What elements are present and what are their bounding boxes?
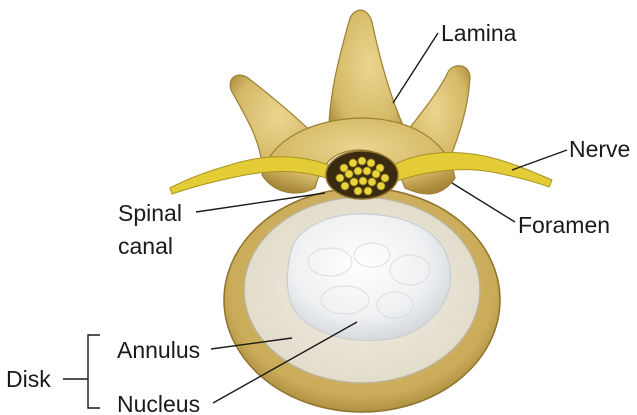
label-spinal-canal-line2: canal: [118, 233, 173, 259]
label-spinal-canal-line1: Spinal: [118, 200, 182, 226]
label-lamina: Lamina: [441, 20, 517, 46]
lamina-leader: [393, 33, 438, 103]
foramen-leader: [452, 183, 515, 222]
label-annulus: Annulus: [117, 337, 200, 363]
nucleus: [287, 214, 450, 341]
nerve-leader: [512, 150, 567, 170]
label-nucleus: Nucleus: [117, 391, 200, 415]
label-nerve: Nerve: [569, 136, 630, 162]
label-foramen: Foramen: [518, 212, 610, 238]
label-disk: Disk: [6, 366, 51, 392]
disk-bracket: [88, 335, 100, 408]
